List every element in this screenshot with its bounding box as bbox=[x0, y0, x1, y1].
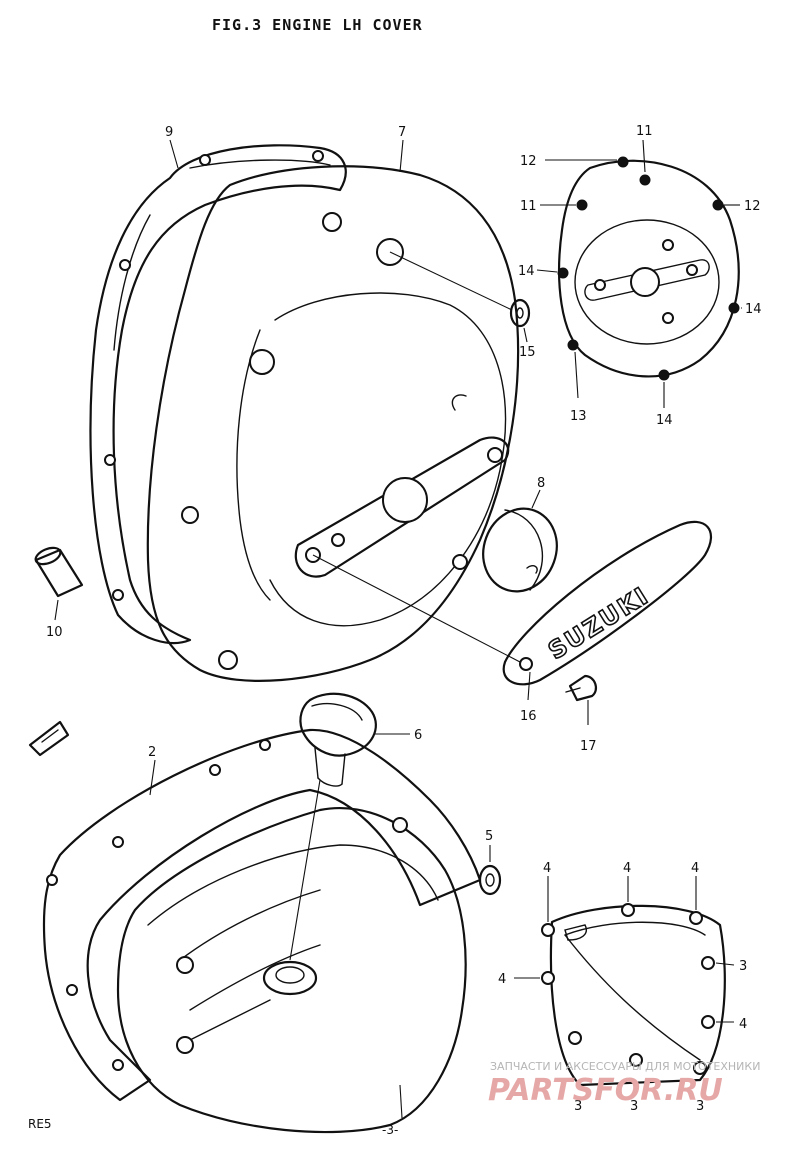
callout-11-left: 11 bbox=[520, 199, 537, 214]
callout-15: 15 bbox=[519, 345, 536, 360]
callout-4-c: 4 bbox=[691, 861, 699, 876]
callout-16: 16 bbox=[520, 709, 537, 724]
callout-9: 9 bbox=[165, 125, 173, 140]
front-arrow-icon bbox=[28, 720, 70, 757]
callout-labels: 9 7 11 12 11 12 14 14 15 13 14 8 10 16 1… bbox=[46, 124, 762, 1114]
callout-5: 5 bbox=[485, 829, 493, 844]
callout-14-left: 14 bbox=[518, 264, 535, 279]
callout-3-c: 3 bbox=[630, 1099, 638, 1114]
callout-12-left: 12 bbox=[520, 154, 537, 169]
footer-model-code: RE5 bbox=[28, 1117, 52, 1131]
part-13-small-cover bbox=[558, 159, 740, 378]
leader-lines bbox=[54, 139, 742, 1119]
part-5-grommet bbox=[478, 864, 502, 896]
figure-title: FIG.3 ENGINE LH COVER bbox=[212, 16, 423, 34]
emblem-logo-text: SUZUKI bbox=[543, 581, 654, 665]
small-cover-bolts bbox=[557, 156, 740, 381]
callout-4-e: 4 bbox=[739, 1017, 747, 1032]
callout-14-right: 14 bbox=[745, 302, 762, 317]
part-8-cap bbox=[482, 507, 558, 593]
callout-12-right: 12 bbox=[744, 199, 761, 214]
part-1-lower-engine-cover bbox=[116, 807, 467, 1134]
callout-13: 13 bbox=[570, 409, 587, 424]
callout-3-a: 3 bbox=[739, 959, 747, 974]
part-2-lower-gasket bbox=[42, 728, 482, 1102]
callout-3-b: 3 bbox=[574, 1099, 582, 1114]
watermark-tagline: ЗАПЧАСТИ И АКСЕССУАРЫ ДЛЯ МОТОТЕХНИКИ bbox=[490, 1060, 760, 1073]
callout-7: 7 bbox=[398, 125, 406, 140]
part-16-suzuki-emblem: SUZUKI bbox=[502, 520, 712, 686]
callout-4-d: 4 bbox=[498, 972, 506, 987]
small-lower-cover bbox=[541, 903, 726, 1087]
callout-2: 2 bbox=[148, 745, 156, 760]
part-10-dowel-pin bbox=[34, 546, 84, 598]
watermark: ЗАПЧАСТИ И АКСЕССУАРЫ ДЛЯ МОТОТЕХНИКИ PA… bbox=[488, 1060, 760, 1108]
part-6-oil-filler-cap bbox=[299, 692, 377, 787]
footer-page-number: -3- bbox=[382, 1123, 398, 1137]
part-7-engine-lh-cover bbox=[146, 165, 520, 682]
callout-4-a: 4 bbox=[543, 861, 551, 876]
callout-8: 8 bbox=[537, 476, 545, 491]
part-15-washer bbox=[509, 298, 531, 328]
callout-14-bottom: 14 bbox=[656, 413, 673, 428]
callout-10: 10 bbox=[46, 625, 63, 640]
callout-17: 17 bbox=[580, 739, 597, 754]
callout-3-d: 3 bbox=[696, 1099, 704, 1114]
part-17-screw bbox=[565, 674, 598, 702]
callout-4-b: 4 bbox=[623, 861, 631, 876]
callout-11-top: 11 bbox=[636, 124, 653, 139]
part-9-cover-gasket bbox=[89, 144, 347, 644]
callout-6: 6 bbox=[414, 728, 422, 743]
watermark-site-name: PARTSFOR.RU bbox=[488, 1073, 723, 1108]
